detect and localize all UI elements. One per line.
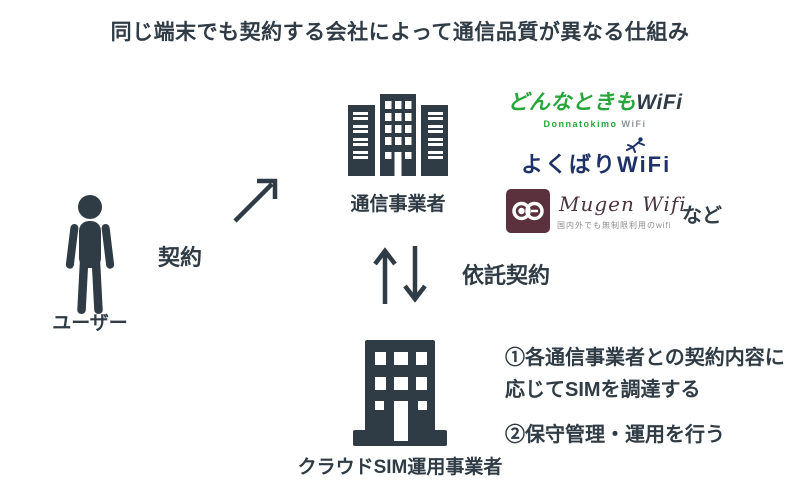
user-person-icon — [65, 195, 115, 314]
mugen-wifi-icon — [506, 189, 550, 233]
cloud-sim-notes: ①各通信事業者との契約内容に 応じてSIMを調達する ②保守管理・運用を行う — [505, 343, 800, 452]
carrier-building-icon — [348, 94, 448, 176]
page-title: 同じ端末でも契約する会社によって通信品質が異なる仕組み — [110, 21, 690, 44]
logo-donnatokimo-wifi: どんなときもWiFi Donnatokimo WiFi — [505, 86, 685, 129]
bidirectional-arrows-icon — [373, 246, 427, 304]
etc-label: など — [682, 205, 722, 227]
logo-yokubari-wordmark: よくばりWiFi — [521, 152, 672, 177]
note-line-3: ②保守管理・運用を行う — [505, 424, 725, 447]
cloud-sim-building-icon — [353, 340, 447, 446]
logo-mugen-wordmark: Mugen Wifi — [559, 192, 687, 216]
contract-arrow-icon — [233, 178, 278, 223]
logo-mugen-tagline: 国内外でも無制限利用のwifi — [557, 221, 672, 230]
consignment-label: 依託契約 — [462, 263, 551, 288]
jumping-person-icon — [626, 137, 645, 153]
cloud-sim-label: クラウドSIM運用事業者 — [297, 457, 503, 478]
logo-yokubari-wifi: よくばりWiFi — [521, 137, 672, 179]
note-line-1: ①各通信事業者との契約内容に — [505, 347, 785, 369]
carrier-label: 通信事業者 — [350, 194, 446, 215]
logo-donnatokimo-subtext: Donnatokimo WiFi — [543, 119, 647, 129]
note-line-2: 応じてSIMを調達する — [505, 378, 701, 401]
contract-label: 契約 — [158, 245, 203, 270]
user-label: ユーザー — [52, 313, 128, 334]
logo-donnatokimo-wordmark: どんなときもWiFi — [507, 91, 683, 114]
